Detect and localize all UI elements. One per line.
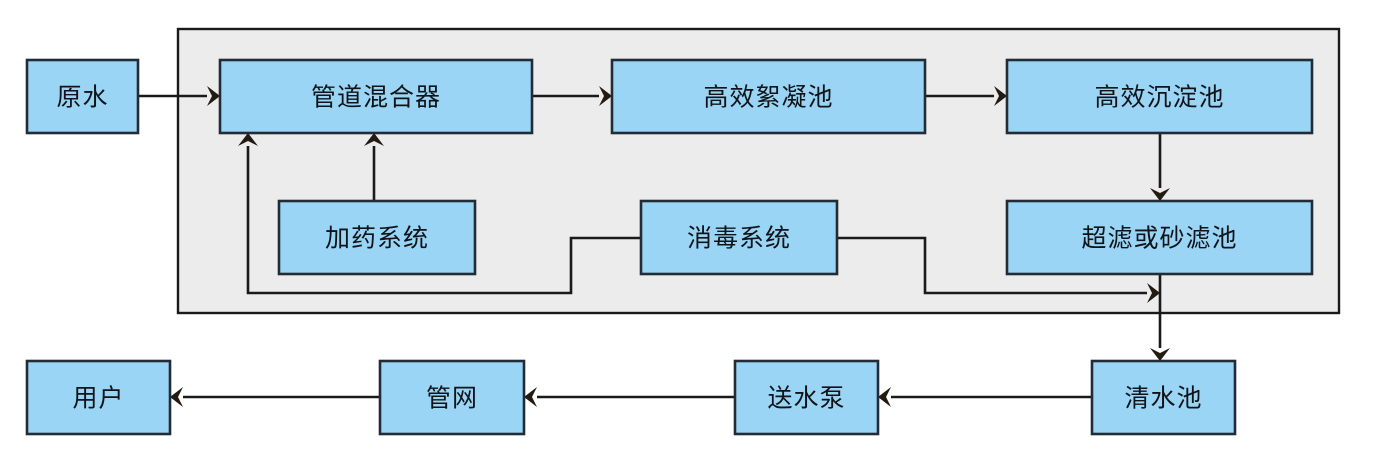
node-clear-well[interactable]: 清水池 — [1090, 359, 1237, 436]
node-label-disinfection-system: 消毒系统 — [687, 224, 791, 253]
node-flocculation-tank[interactable]: 高效絮凝池 — [610, 58, 927, 135]
node-label-raw-water: 原水 — [56, 83, 108, 112]
node-label-pipe-mixer: 管道混合器 — [311, 83, 441, 112]
node-dosing-system[interactable]: 加药系统 — [277, 199, 477, 276]
connector-layer — [138, 86, 1170, 407]
node-pipe-network[interactable]: 管网 — [378, 359, 526, 436]
node-filtration-tank[interactable]: 超滤或砂滤池 — [1005, 199, 1314, 276]
node-layer: 原水 管道混合器 高效絮凝池 高效沉淀池 加药系统 消毒系统 — [25, 58, 1314, 436]
edge-filtration-to-clearwell — [1150, 274, 1170, 361]
node-label-pipe-network: 管网 — [426, 384, 478, 413]
node-label-sedimentation-tank: 高效沉淀池 — [1094, 83, 1224, 112]
node-disinfection-system[interactable]: 消毒系统 — [639, 199, 839, 276]
edge-disinfection-to-outlet — [837, 236, 1160, 303]
node-sedimentation-tank[interactable]: 高效沉淀池 — [1005, 58, 1314, 135]
node-water-pump[interactable]: 送水泵 — [733, 359, 880, 436]
node-label-clear-well: 清水池 — [1124, 384, 1202, 413]
node-label-water-pump: 送水泵 — [767, 384, 845, 413]
edge-raw-to-mixer — [138, 86, 220, 106]
edge-dosing-to-mixer — [364, 133, 384, 201]
node-label-user: 用户 — [72, 384, 124, 413]
edge-network-to-user — [170, 387, 380, 407]
node-user[interactable]: 用户 — [25, 359, 172, 436]
edge-flocculation-to-sedimentation — [925, 86, 1007, 106]
edge-sedimentation-to-filtration — [1150, 133, 1170, 201]
edge-pump-to-network — [524, 387, 735, 407]
edge-disinfection-to-mixer — [238, 133, 641, 295]
edge-mixer-to-flocculation — [532, 86, 612, 106]
node-raw-water[interactable]: 原水 — [25, 58, 140, 135]
node-label-dosing-system: 加药系统 — [325, 224, 429, 253]
node-label-flocculation-tank: 高效絮凝池 — [703, 83, 833, 112]
node-label-filtration-tank: 超滤或砂滤池 — [1081, 224, 1237, 253]
node-pipe-mixer[interactable]: 管道混合器 — [218, 58, 534, 135]
edge-clearwell-to-pump — [878, 387, 1092, 407]
